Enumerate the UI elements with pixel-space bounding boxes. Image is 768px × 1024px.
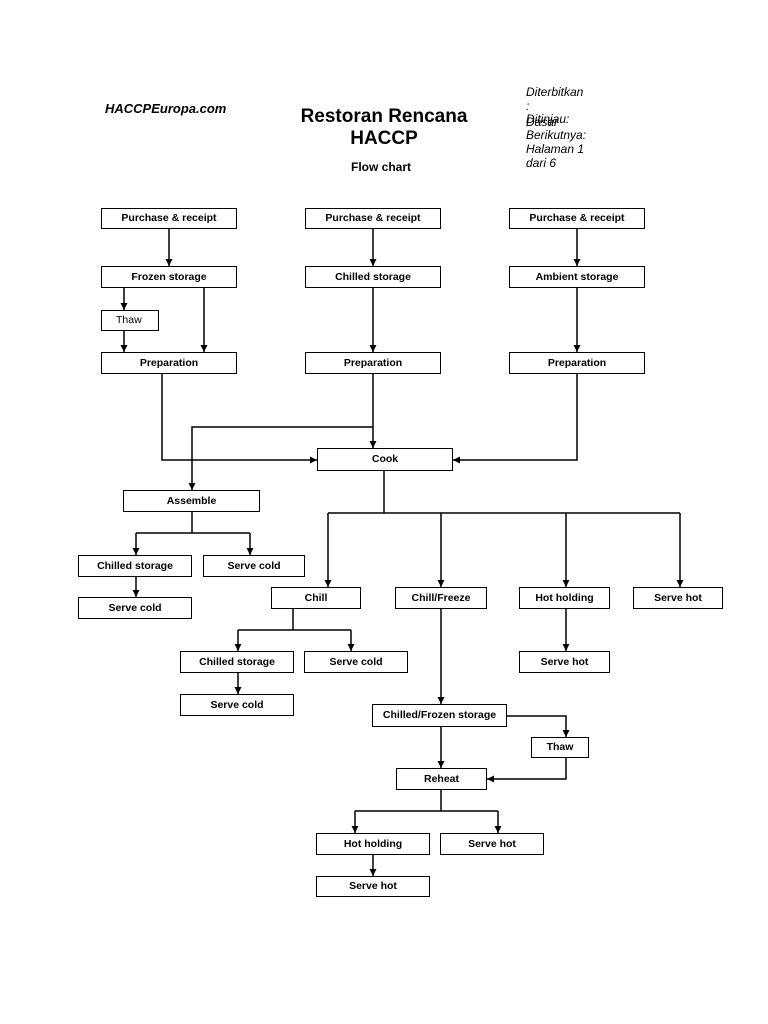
meta-base-label: Dasar	[526, 115, 559, 129]
node-purchase-receipt-1: Purchase & receipt	[101, 208, 237, 229]
node-thaw-top: Thaw	[101, 310, 159, 331]
node-preparation-1: Preparation	[101, 352, 237, 374]
node-ambient-storage: Ambient storage	[509, 266, 645, 288]
node-chill: Chill	[271, 587, 361, 609]
node-chilled-frozen-storage: Chilled/Frozen storage	[372, 704, 507, 727]
arrow-prep2-assemble	[188, 426, 373, 490]
node-serve-cold-assemble-right: Serve cold	[203, 555, 305, 577]
meta-next-label: Berikutnya:	[526, 128, 587, 142]
meta-issued-label: Diterbitkan	[526, 85, 584, 99]
node-chilled-storage-assemble: Chilled storage	[78, 555, 192, 577]
connector-reheat-split	[355, 790, 498, 812]
page-subtitle: Flow chart	[350, 160, 411, 174]
logo-text: HACCPEuropa.com	[105, 101, 227, 116]
node-serve-cold-chill-below: Serve cold	[180, 694, 294, 716]
meta-reviewed-label: Ditinjau:	[526, 112, 570, 126]
node-serve-cold-assemble-below: Serve cold	[78, 597, 192, 619]
node-serve-hot-hot-holding: Serve hot	[519, 651, 610, 673]
node-purchase-receipt-2: Purchase & receipt	[305, 208, 441, 229]
node-thaw-bottom: Thaw	[531, 737, 589, 758]
meta-page-label: Halaman 1	[526, 142, 585, 156]
node-serve-hot-bottom: Serve hot	[316, 876, 430, 897]
connector-assemble-split	[136, 512, 250, 534]
node-serve-cold-chill-right: Serve cold	[304, 651, 408, 673]
connector-chill-split	[238, 609, 351, 631]
node-cook: Cook	[317, 448, 453, 471]
page-title: Restoran Rencana HACCP	[284, 106, 484, 150]
node-preparation-3: Preparation	[509, 352, 645, 374]
node-assemble: Assemble	[123, 490, 260, 512]
arrow-storage-thaw	[507, 715, 570, 737]
node-preparation-2: Preparation	[305, 352, 441, 374]
arrow-prep3-cook	[453, 374, 578, 464]
title-line-1: Restoran Rencana	[300, 106, 468, 127]
meta-issued-colon: :	[526, 99, 530, 113]
arrow-prep1-cook	[161, 374, 317, 464]
meta-page-of: dari 6	[526, 156, 557, 170]
arrow-thaw-reheat	[487, 758, 567, 783]
node-hot-holding-1: Hot holding	[519, 587, 610, 609]
node-chilled-storage-chill: Chilled storage	[180, 651, 294, 673]
node-purchase-receipt-3: Purchase & receipt	[509, 208, 645, 229]
node-serve-hot-reheat: Serve hot	[440, 833, 544, 855]
title-line-2: HACCP	[350, 128, 418, 149]
node-hot-holding-2: Hot holding	[316, 833, 430, 855]
node-serve-hot-1: Serve hot	[633, 587, 723, 609]
node-chilled-storage-top: Chilled storage	[305, 266, 441, 288]
node-frozen-storage: Frozen storage	[101, 266, 237, 288]
node-reheat: Reheat	[396, 768, 487, 790]
node-chill-freeze: Chill/Freeze	[395, 587, 487, 609]
